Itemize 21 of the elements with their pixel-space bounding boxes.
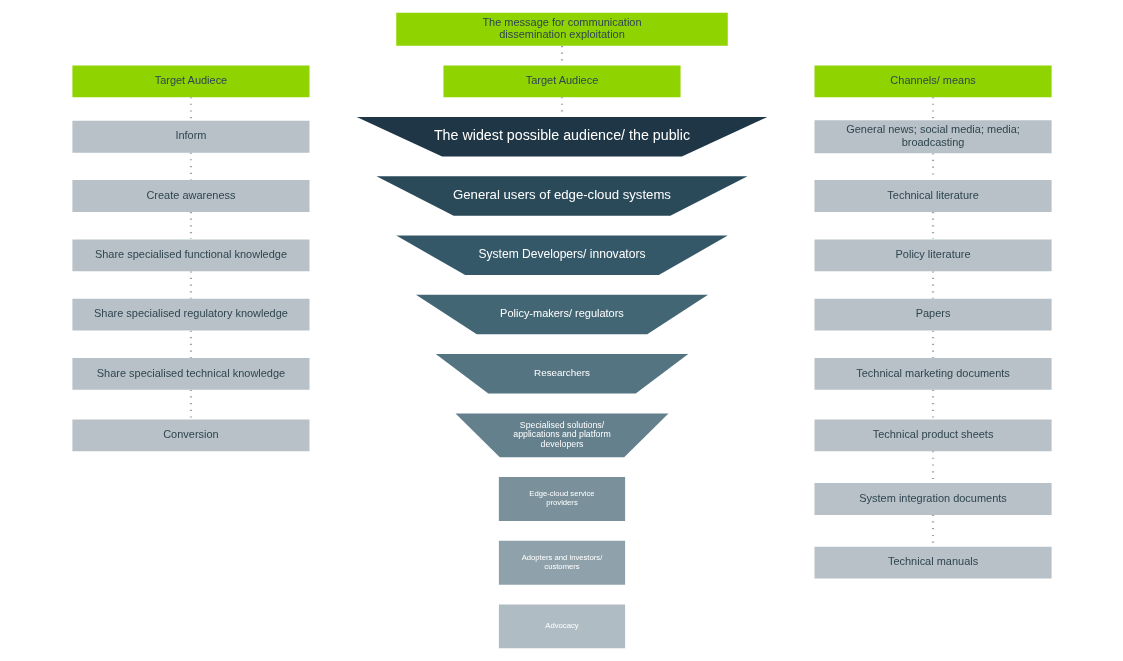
node-box: Adopters and investors/ customers xyxy=(498,540,625,585)
node-box: System integration documents xyxy=(814,483,1052,515)
node-box: Share specialised regulatory knowledge xyxy=(71,298,309,331)
node-box: Policy literature xyxy=(814,239,1052,272)
node-box: Advocacy xyxy=(498,604,625,649)
node-box: Technical manuals xyxy=(814,546,1052,579)
node-box: Target Audiece xyxy=(442,65,681,98)
node-box: Target Audiece xyxy=(71,65,309,98)
node-box: Inform xyxy=(71,120,309,153)
node-box: Channels/ means xyxy=(814,65,1052,98)
node-box: Share specialised functional knowledge xyxy=(71,239,309,272)
node-box: The message for communication dissemination exploitation xyxy=(395,12,728,46)
node-box: Edge-cloud service providers xyxy=(498,477,625,521)
node-box: Technical marketing documents xyxy=(814,357,1052,390)
node-box: Share specialised technical knowledge xyxy=(71,357,309,390)
node-box: Technical literature xyxy=(814,180,1052,212)
node-box: Technical product sheets xyxy=(814,419,1052,452)
node-box: Conversion xyxy=(71,419,309,452)
node-box: General news; social media; media; broadcasting xyxy=(814,120,1052,154)
node-box: Create awareness xyxy=(71,180,309,212)
node-box: Papers xyxy=(814,298,1052,331)
